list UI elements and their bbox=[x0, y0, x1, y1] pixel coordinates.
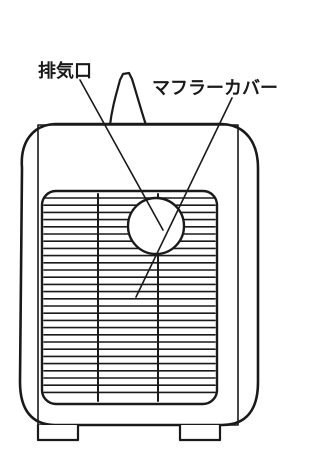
leader-muffler bbox=[135, 97, 233, 298]
foot-left bbox=[36, 423, 80, 442]
foot-right bbox=[178, 423, 222, 442]
housing-inner bbox=[37, 124, 239, 426]
exhaust-nozzle bbox=[108, 71, 148, 127]
exhaust-port-label: 排気口 bbox=[38, 61, 92, 82]
exhaust-port-circle bbox=[126, 196, 186, 256]
grille-slats bbox=[43, 197, 216, 394]
leader-exhaust bbox=[79, 79, 164, 231]
muffler-cover-label: マフラーカバー bbox=[152, 78, 278, 99]
